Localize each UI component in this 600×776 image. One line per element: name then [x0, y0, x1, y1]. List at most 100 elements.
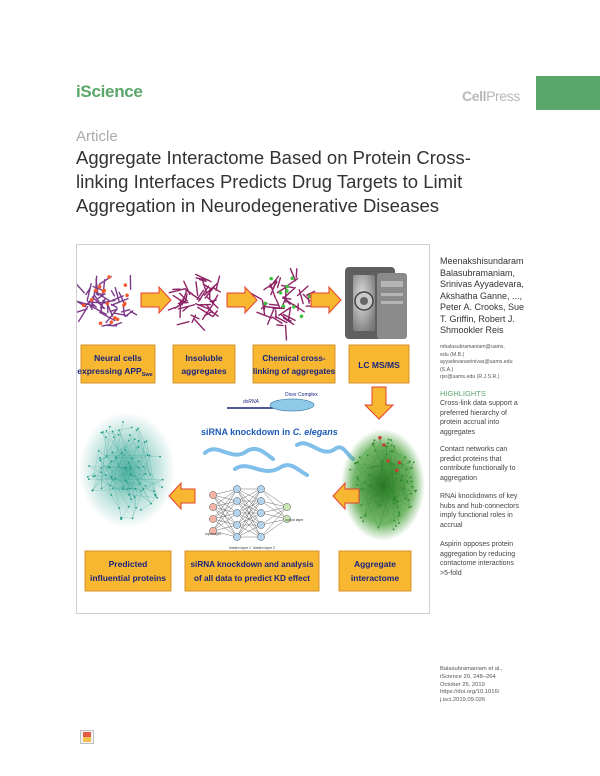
sirna-analysis-box: siRNA knockdown and analysis of all data… [184, 550, 320, 592]
title-line: Aggregation in Neurodegenerative Disease… [76, 195, 440, 216]
predicted-network-image [79, 412, 175, 528]
label-influential: influential proteins [90, 573, 166, 583]
label-sirna-line2: of all data to predict KD effect [194, 574, 310, 583]
highlight-line: >5-fold [440, 569, 462, 577]
publisher-logo: CellPress [462, 88, 520, 104]
label-insoluble: Insoluble [185, 353, 223, 363]
arrow-right-1 [140, 285, 172, 315]
label-hidden2: hidden layer 2 [253, 546, 275, 550]
aggregate-interactome-image [341, 429, 425, 541]
author-line: Meenakshisundaram [440, 256, 524, 266]
label-c-elegans: C. elegans [293, 427, 338, 437]
predicted-proteins-box: Predicted influential proteins [84, 550, 172, 592]
insoluble-aggregates-image [167, 273, 221, 332]
citation-block: Balasubramaniam et al., iScience 20, 248… [440, 666, 590, 705]
graphical-abstract: Neural cells expressing APPSwe Insoluble… [72, 244, 430, 614]
corner-color-block [536, 76, 600, 110]
dicer-complex-illustration: dsRNA Dicer Complex siRNA knockdown in C… [201, 392, 338, 437]
publisher-press: Press [486, 88, 520, 104]
arrow-down [363, 386, 395, 420]
label-dsrna: dsRNA [243, 399, 260, 405]
label-predicted: Predicted [109, 559, 148, 569]
arrow-left-1 [332, 481, 360, 511]
title-line: linking Interfaces Predicts Drug Targets… [76, 171, 463, 192]
highlight-line: contribute functionally to [440, 465, 516, 472]
author-line: Srinivas Ayyadevara, [440, 279, 524, 289]
email-link[interactable]: rjsr@uams.edu (R.J.S.R.) [440, 374, 500, 380]
label-lcms: LC MS/MS [358, 360, 400, 370]
author-line: Shmookler Reis [440, 325, 504, 335]
crosslinked-aggregates-image [247, 267, 316, 341]
arrow-left-2 [168, 481, 196, 511]
citation-line: iScience 20, 248–264 [440, 673, 496, 680]
highlight-line: Contact networks can [440, 446, 508, 453]
title-line: Aggregate Interactome Based on Protein C… [76, 147, 471, 168]
label-chemical: Chemical cross- [262, 354, 326, 363]
author-line: Balasubramaniam, [440, 267, 516, 278]
doi-link[interactable]: j.isci.2019.09.026 [440, 697, 486, 704]
highlight-line: preferred hierarchy of [440, 409, 507, 417]
c-elegans-worms [203, 441, 355, 477]
publisher-cell: Cell [462, 88, 487, 104]
author-list: Meenakshisundaram Balasubramaniam, Srini… [440, 256, 590, 337]
label-aggregate: Aggregate [354, 559, 396, 569]
label-hidden1: hidden layer 1 [229, 546, 251, 550]
journal-logo: iScience [76, 82, 143, 101]
email-link[interactable]: mbalasubramaniam@uams. [440, 344, 505, 350]
highlight-line: Cross-link data support a [440, 400, 518, 407]
label-app-subscript: Swe [142, 372, 153, 378]
highlight-line: accrual [440, 521, 463, 529]
label-sirna-knockdown-text: siRNA knockdown in [201, 427, 293, 437]
article-type: Article [76, 128, 118, 145]
highlight-line: imply functional roles in [440, 512, 513, 519]
label-input-layer: input layer [205, 532, 222, 536]
highlight-line: protein accrual into [440, 419, 500, 426]
mass-spectrometer-image [345, 267, 407, 339]
highlight-item: Aspirin opposes protein aggregation by r… [440, 540, 590, 578]
highlight-line: contactome interactions [440, 560, 514, 567]
label-sirna-line1: siRNA knockdown and analysis [191, 560, 314, 569]
contact-emails: mbalasubramaniam@uams. edu (M.B.) ayyade… [440, 344, 590, 382]
highlight-line: hubs and hub-connectors [440, 502, 519, 510]
highlight-item: Cross-link data support a preferred hier… [440, 399, 590, 437]
graphical-abstract-svg: Neural cells expressing APPSwe Insoluble… [72, 267, 425, 592]
neural-cells-image [72, 274, 138, 327]
highlight-line: RNAi knockdowns of key [440, 493, 518, 500]
neural-network-diagram [209, 485, 291, 541]
label-neural-cells: Neural cells [94, 353, 142, 363]
crossmark-icon[interactable] [80, 730, 94, 744]
arrow-right-3 [310, 285, 342, 315]
author-line: T. Griffin, Robert J. [440, 313, 515, 324]
email-note: (S.A.) [440, 366, 454, 373]
author-line: Peter A. Crooks, Sue [440, 302, 525, 312]
highlight-item: Contact networks can predict proteins th… [440, 445, 590, 483]
label-sirna-knockdown: siRNA knockdown in C. elegans [201, 427, 338, 437]
label-aggregates: aggregates [181, 366, 227, 376]
label-dicer: Dicer Complex [285, 392, 318, 398]
label-interactome: interactome [351, 573, 399, 583]
article-title: Aggregate Interactome Based on Protein C… [76, 146, 516, 218]
highlight-line: predict proteins that [440, 455, 502, 463]
highlight-line: aggregation by reducing [440, 550, 516, 558]
citation-line: October 25, 2019 [440, 681, 485, 688]
label-output-layer: output layer [285, 518, 304, 522]
label-expressing-app: expressing APPSwe [77, 366, 152, 378]
highlights-heading: HIGHLIGHTS [440, 389, 486, 398]
citation-line: Balasubramaniam et al., [440, 666, 503, 672]
neural-cells-box: Neural cells expressing APPSwe [77, 344, 156, 384]
chemical-crosslinking-box: Chemical cross- linking of aggregates [252, 344, 336, 384]
doi-link[interactable]: https://doi.org/10.1016/ [440, 689, 500, 696]
highlight-line: aggregation [440, 474, 477, 482]
author-line: Akshatha Ganne, ..., [440, 290, 523, 301]
arrow-right-2 [226, 285, 258, 315]
aggregate-interactome-box: Aggregate interactome [338, 550, 412, 592]
highlight-line: Aspirin opposes protein [440, 541, 514, 548]
highlight-line: aggregates [440, 428, 476, 436]
email-note: edu (M.B.) [440, 351, 465, 358]
email-link[interactable]: ayyadevarasrinivas@uams.edu [440, 359, 513, 365]
label-expressing-app-text: expressing APP [77, 366, 142, 376]
insoluble-aggregates-box: Insoluble aggregates [172, 344, 236, 384]
highlight-item: RNAi knockdowns of key hubs and hub-conn… [440, 492, 590, 530]
lcms-box: LC MS/MS [348, 344, 410, 384]
label-linking: linking of aggregates [253, 367, 336, 376]
